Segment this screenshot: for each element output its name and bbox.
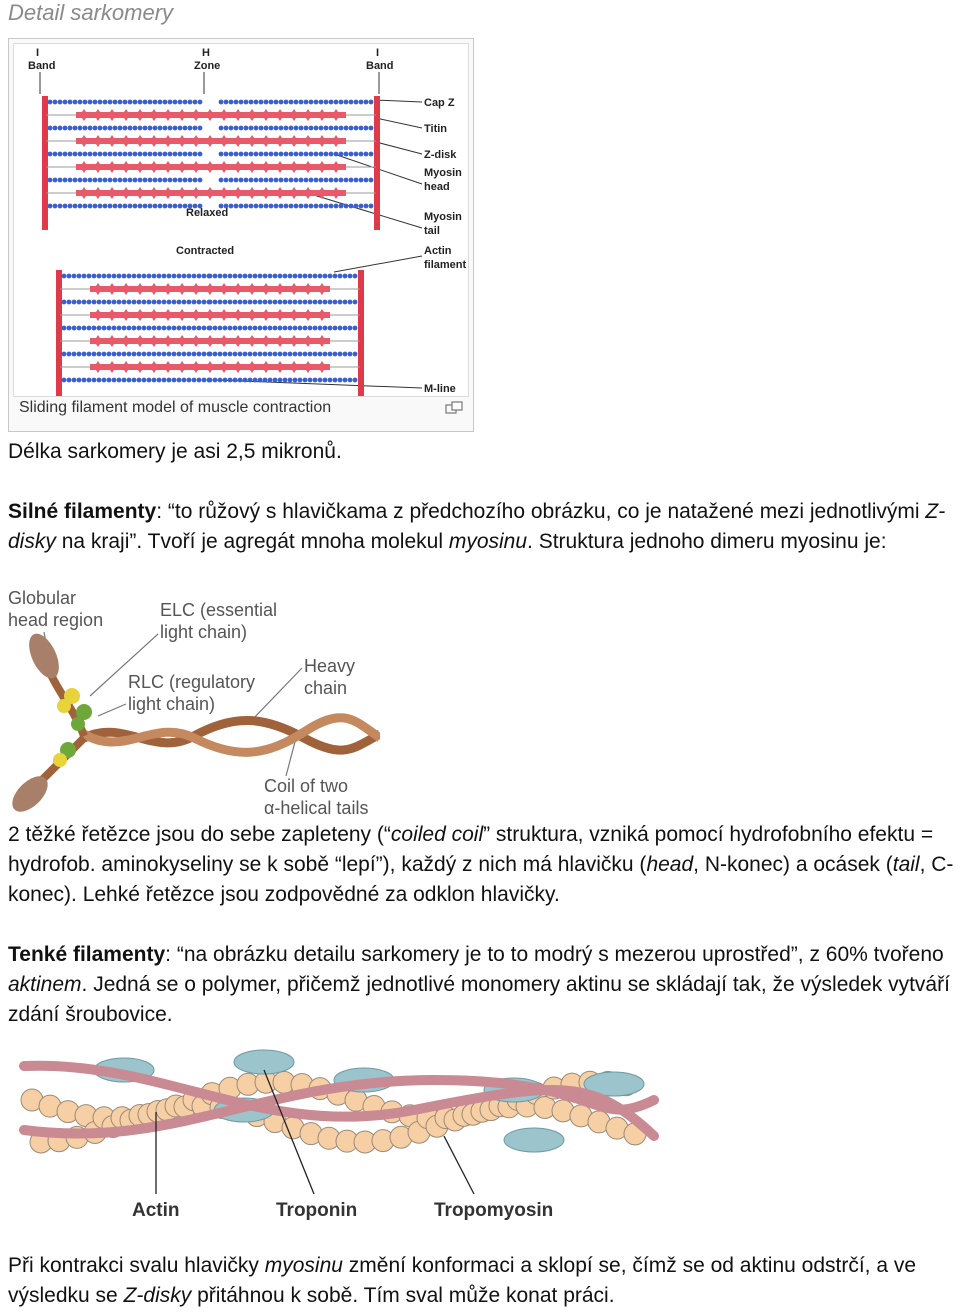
thin-filament — [19, 1049, 659, 1154]
i-band-right-label-2: Band — [366, 60, 394, 72]
myosin-dimer-figure: Globular head region ELC (essential ligh… — [8, 588, 380, 818]
myosin-tail-label-2: tail — [424, 225, 440, 237]
rlc-label-1: RLC (regulatory — [128, 672, 255, 692]
paragraph-contraction: Při kontrakci svalu hlavičky myosinu změ… — [8, 1254, 917, 1307]
relaxed-label: Relaxed — [186, 207, 228, 219]
sarcomere-svg: I Band H Zone I Band Cap Z Titin Z-disk … — [28, 47, 467, 404]
figure-caption: Sliding filament model of muscle contrac… — [19, 399, 332, 416]
globular-head-label-1: Globular — [8, 588, 76, 608]
actin-label: Actin — [132, 1200, 180, 1221]
paragraph-thin-filaments: Tenké filamenty: “na obrázku detailu sar… — [8, 943, 950, 1026]
i-band-right-label-1: I — [376, 47, 379, 59]
relaxed-sarcomere — [42, 96, 380, 230]
paragraph-thick-filaments: Silné filamenty: “to růžový s hlavičkama… — [8, 500, 946, 553]
i-band-left-label-2: Band — [28, 60, 56, 72]
coil-label-2: α-helical tails — [264, 798, 368, 818]
cap-z-label: Cap Z — [424, 97, 455, 109]
z-disk-label: Z-disk — [424, 149, 457, 161]
heavy-chain-label-1: Heavy — [304, 656, 355, 676]
h-zone-label-2: Zone — [194, 60, 220, 72]
h-zone-label-1: H — [202, 47, 210, 59]
paragraph-coiled-coil: 2 těžké řetězce jsou do sebe zapleteny (… — [8, 823, 954, 906]
troponin-label: Troponin — [276, 1200, 357, 1221]
elc-label-2: light chain) — [160, 622, 247, 642]
actin-filament-label-2: filament — [424, 259, 467, 271]
tropomyosin-label: Tropomyosin — [434, 1200, 553, 1221]
paragraph-length: Délka sarkomery je asi 2,5 mikronů. — [8, 440, 342, 463]
thick-filaments-term: Silné filamenty — [8, 500, 157, 523]
m-line-label: M-line — [424, 383, 456, 395]
globular-head-label-2: head region — [8, 610, 103, 630]
thin-filaments-term: Tenké filamenty — [8, 943, 166, 966]
elc-label-1: ELC (essential — [160, 600, 277, 620]
sarcomere-figure: I Band H Zone I Band Cap Z Titin Z-disk … — [8, 38, 474, 432]
coil-label-1: Coil of two — [264, 776, 348, 796]
titin-label: Titin — [424, 123, 447, 135]
heavy-chain-label-2: chain — [304, 678, 347, 698]
page-heading: Detail sarkomery — [8, 0, 174, 25]
myosin-head-label-1: Myosin — [424, 167, 462, 179]
thin-filament-figure: Actin Troponin Tropomyosin — [19, 1049, 659, 1221]
i-band-left-label-1: I — [36, 47, 39, 59]
contracted-label: Contracted — [176, 245, 234, 257]
enlarge-icon[interactable] — [445, 401, 463, 415]
rlc-label-2: light chain) — [128, 694, 215, 714]
sarcomere-diagram: I Band H Zone I Band Cap Z Titin Z-disk … — [13, 43, 469, 404]
contracted-sarcomere — [56, 270, 364, 404]
myosin-tail-label-1: Myosin — [424, 211, 462, 223]
actin-filament-label-1: Actin — [424, 245, 452, 257]
myosin-head-label-2: head — [424, 181, 450, 193]
